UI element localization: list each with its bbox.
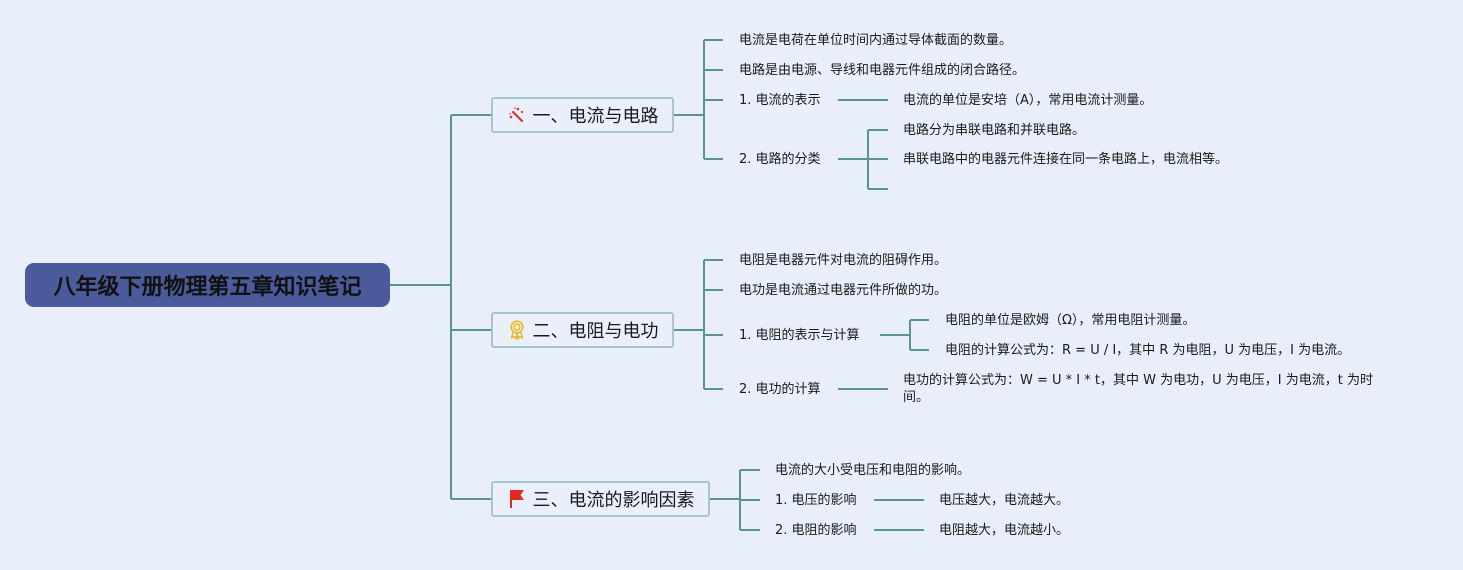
leaf-topic[interactable]: 电路分为串联电路和并联电路。: [903, 123, 1086, 138]
subtopic-current-representation[interactable]: 1. 电流的表示: [739, 93, 821, 108]
branch-label: 一、电流与电路: [532, 106, 659, 127]
leaf-topic[interactable]: 电功的计算公式为：W = U * I * t，其中 W 为电功，U 为电压，I …: [903, 373, 1373, 405]
leaf-topic[interactable]: 电压越大，电流越大。: [939, 493, 1070, 508]
subtopic-electric-work-calculation[interactable]: 2. 电功的计算: [739, 382, 821, 397]
leaf-topic[interactable]: 电阻的计算公式为：R = U / I，其中 R 为电阻，U 为电压，I 为电流。: [945, 343, 1351, 358]
magic-wand-icon: [507, 105, 527, 125]
branch-topic-current-and-circuit[interactable]: 一、电流与电路: [491, 97, 674, 133]
award-ribbon-icon: [507, 320, 527, 340]
subtopic-circuit-classification[interactable]: 2. 电路的分类: [739, 152, 821, 167]
subtopic-voltage-effect[interactable]: 1. 电压的影响: [775, 493, 857, 508]
leaf-topic[interactable]: 串联电路中的电器元件连接在同一条电路上，电流相等。: [903, 152, 1229, 167]
root-topic-label: 八年级下册物理第五章知识笔记: [53, 275, 362, 300]
root-topic[interactable]: 八年级下册物理第五章知识笔记: [25, 263, 390, 307]
leaf-topic[interactable]: 电路是由电源、导线和电器元件组成的闭合路径。: [739, 63, 1026, 78]
leaf-topic[interactable]: 电功是电流通过电器元件所做的功。: [739, 283, 948, 298]
subtopic-resistance-representation[interactable]: 1. 电阻的表示与计算: [739, 328, 860, 343]
branch-topic-current-factors[interactable]: 三、电流的影响因素: [491, 481, 710, 517]
flag-icon: [507, 489, 527, 509]
subtopic-resistance-effect[interactable]: 2. 电阻的影响: [775, 523, 857, 538]
branch-label: 二、电阻与电功: [532, 321, 659, 342]
branch-label: 三、电流的影响因素: [532, 490, 695, 511]
leaf-topic[interactable]: 电阻的单位是欧姆（Ω），常用电阻计测量。: [945, 313, 1196, 328]
leaf-topic[interactable]: 电阻是电器元件对电流的阻碍作用。: [739, 253, 948, 268]
leaf-topic[interactable]: 电流的单位是安培（A），常用电流计测量。: [903, 93, 1153, 108]
leaf-topic[interactable]: 电阻越大，电流越小。: [939, 523, 1070, 538]
branch-topic-resistance-and-work[interactable]: 二、电阻与电功: [491, 312, 674, 348]
leaf-topic-empty[interactable]: [903, 181, 943, 198]
leaf-topic[interactable]: 电流是电荷在单位时间内通过导体截面的数量。: [739, 33, 1013, 48]
leaf-topic[interactable]: 电流的大小受电压和电阻的影响。: [775, 463, 971, 478]
